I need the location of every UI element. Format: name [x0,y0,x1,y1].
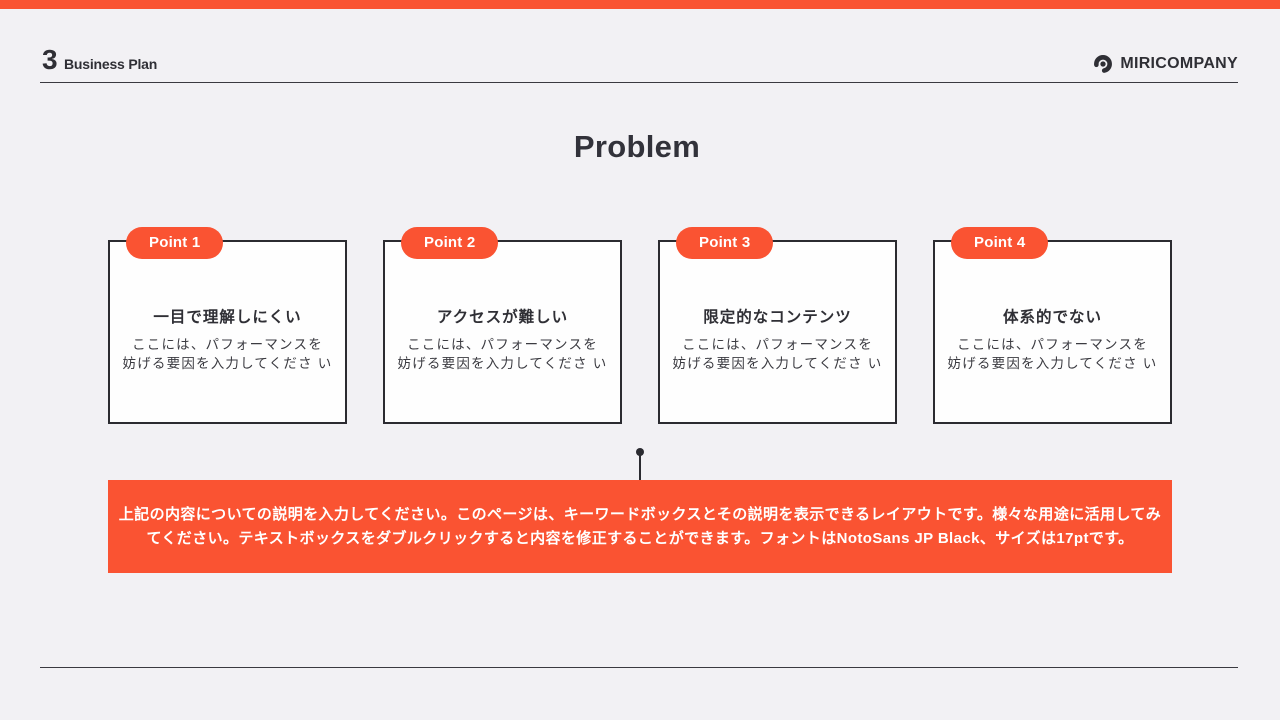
slide-title: Problem [573,129,701,164]
point-body-line: ここには、パフォーマンスを [957,337,1148,352]
point-body-line: 妨げる要因を入力してくださ い [947,355,1158,371]
point-body-4: ここには、パフォーマンスを 妨げる要因を入力してくださ い [948,336,1158,373]
brand-logo-icon [1093,54,1113,74]
page-number: 3 [42,44,58,75]
point-body-3: ここには、パフォーマンスを 妨げる要因を入力してくださ い [673,336,883,373]
point-badge-1: Point 1 [126,227,224,259]
point-badge-3: Point 3 [676,227,774,259]
connector-pin-dot [636,448,644,456]
point-heading-1: 一目で理解しにくい [153,309,302,326]
point-badge-2: Point 2 [401,227,499,259]
point-heading-3: 限定的なコンテンツ [703,309,852,326]
point-body-line: 妨げる要因を入力してくださ い [397,355,608,371]
footer-divider [40,667,1238,668]
point-card-3: Point 3 限定的なコンテンツ ここには、パフォーマンスを 妨げる要因を入力… [658,227,897,424]
page-label: Business Plan [64,56,158,72]
point-body-line: ここには、パフォーマンスを [682,337,873,352]
connector-pin-line [639,454,641,480]
point-body-1: ここには、パフォーマンスを 妨げる要因を入力してくださ い [123,336,333,373]
point-body-line: 妨げる要因を入力してくださ い [122,355,333,371]
point-body-line: ここには、パフォーマンスを [407,337,598,352]
point-heading-2: アクセスが難しい [436,309,569,326]
point-body-line: ここには、パフォーマンスを [132,337,323,352]
top-accent-bar [0,0,1280,9]
brand-name: MIRICOMPANY [1120,55,1238,72]
point-card-4: Point 4 体系的でない ここには、パフォーマンスを 妨げる要因を入力してく… [933,227,1172,424]
point-body-line: 妨げる要因を入力してくださ い [672,355,883,371]
banner-text-line-2: てください。テキストボックスをダブルクリックすると内容を修正することができます。… [146,529,1134,547]
point-card-1: Point 1 一目で理解しにくい ここには、パフォーマンスを 妨げる要因を入力… [108,227,347,424]
point-badge-4: Point 4 [951,227,1049,259]
point-card-2: Point 2 アクセスが難しい ここには、パフォーマンスを 妨げる要因を入力し… [383,227,622,424]
description-banner: 上記の内容についての説明を入力してください。このページは、キーワードボックスとそ… [108,480,1172,573]
points-row: Point 1 一目で理解しにくい ここには、パフォーマンスを 妨げる要因を入力… [108,227,1172,424]
header-divider [40,82,1238,83]
banner-text-line-1: 上記の内容についての説明を入力してください。このページは、キーワードボックスとそ… [118,505,1162,523]
brand: MIRICOMPANY [1093,54,1238,74]
point-heading-4: 体系的でない [1002,309,1102,326]
point-body-2: ここには、パフォーマンスを 妨げる要因を入力してくださ い [398,336,608,373]
